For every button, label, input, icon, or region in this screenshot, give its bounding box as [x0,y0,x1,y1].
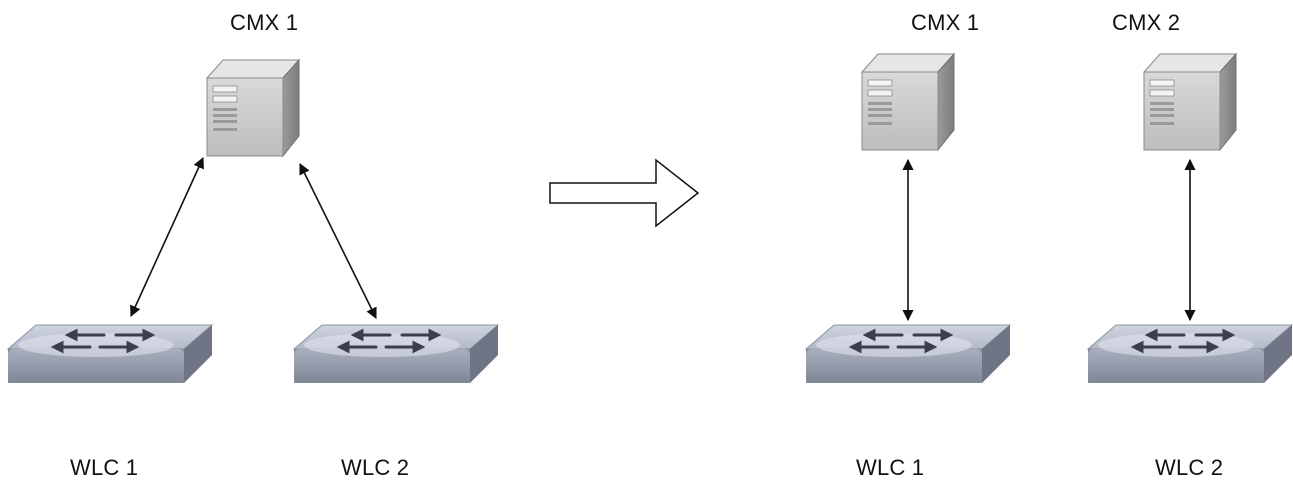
right-cmx1-server-icon [861,53,955,151]
left-wlc1-label: WLC 1 [70,455,139,480]
right-cmx2-label: CMX 2 [1112,10,1181,35]
left-link-cmx1-wlc1 [130,156,204,318]
right-cmx2-server-icon [1143,53,1237,151]
right-cmx1-label: CMX 1 [911,10,980,35]
left-cmx1-server-icon [206,59,300,157]
right-wlc2-label: WLC 2 [1155,455,1224,480]
left-link-cmx1-wlc2 [299,162,377,320]
left-wlc2-label: WLC 2 [341,455,410,480]
left-cmx1-label: CMX 1 [230,10,299,35]
right-wlc2-switch-icon [1086,323,1293,385]
right-wlc1-switch-icon [804,323,1012,385]
left-wlc1-switch-icon [6,323,214,385]
block-arrow-right-icon [549,158,700,228]
right-wlc1-label: WLC 1 [856,455,925,480]
left-wlc2-switch-icon [292,323,500,385]
